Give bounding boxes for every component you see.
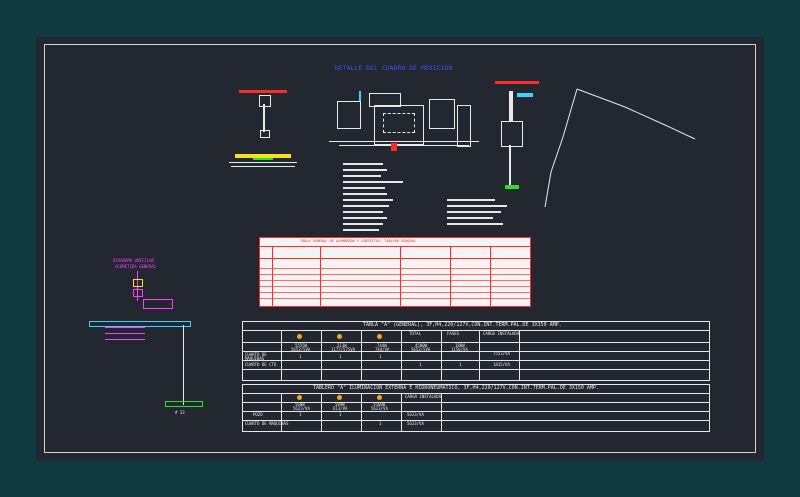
- tg-r1-total: 7553/VA: [493, 351, 510, 356]
- drawing-frame: DETALLE DEL CUADRO DE MEDICION: [44, 44, 756, 453]
- single-line-diagram: DIAGRAMA UNIFILAR ACOMETIDA GENERAL # 33: [85, 255, 203, 425]
- table-general: TABLA "A" (GENERAL), 3F,H4,220/127V,CON.…: [242, 321, 710, 381]
- tg-v2: 1177/575VA: [331, 347, 356, 352]
- notes-block: [343, 163, 513, 243]
- tg-p2: 213W: [337, 343, 347, 348]
- tg-h5: FASES: [447, 331, 460, 336]
- te-h4: CARGA INSTALADA: [405, 394, 442, 399]
- te-v2: 613/VA: [333, 406, 348, 411]
- tg-h6: CARGA INSTALADA: [483, 331, 520, 336]
- load-schedule-table: TABLA GENERAL DE ALUMBRADO Y CONTACTOS, …: [259, 237, 531, 307]
- tg-p1: 5555W: [295, 343, 308, 348]
- te-p1: 560W: [295, 402, 305, 407]
- tg-r1-c2: 1: [339, 354, 342, 359]
- table-general-title: TABLA "A" (GENERAL), 3F,H4,220/127V,CON.…: [363, 322, 562, 328]
- pole-detail: [491, 81, 551, 191]
- diagram-tag: # 33: [175, 410, 185, 415]
- te-r2-c3: 1: [379, 421, 382, 426]
- tg-v5: 1150/VA: [451, 347, 468, 352]
- te-r1-label: POZO: [253, 412, 263, 417]
- route-polyline: [544, 88, 696, 208]
- tg-v1: 5653/5VA: [291, 347, 311, 352]
- tg-v4: 5653/5VA: [411, 347, 431, 352]
- te-p3: 5560W: [373, 402, 386, 407]
- tg-r2-total: 1835/VA: [493, 362, 510, 367]
- tg-r2-c5: 1: [459, 362, 462, 367]
- te-r2-label: CUARTO DE MAQUINAS: [245, 421, 289, 426]
- tg-p4: 4500W: [415, 343, 428, 348]
- tg-r2-c4: 1: [419, 362, 422, 367]
- te-r1-c1: 1: [299, 412, 302, 417]
- tg-r1-c1: 1: [299, 354, 302, 359]
- tg-p3: 744W: [377, 343, 387, 348]
- meter-cabinet-elevation: [329, 83, 479, 163]
- table-external: TABLERO "A" ILUMINACION EXTERNA E HIDRON…: [242, 384, 710, 432]
- drawing-canvas[interactable]: DETALLE DEL CUADRO DE MEDICION: [36, 37, 764, 461]
- detail-title: DETALLE DEL CUADRO DE MEDICION: [335, 65, 453, 72]
- diagram-label-1: DIAGRAMA UNIFILAR: [113, 258, 154, 263]
- table-ext-title: TABLERO "A" ILUMINACION EXTERNA E HIDRON…: [313, 385, 599, 391]
- te-r1-total: 5623/VA: [407, 412, 424, 417]
- diagram-label-2: ACOMETIDA GENERAL: [115, 264, 156, 269]
- schedule-title: TABLA GENERAL DE ALUMBRADO Y CONTACTOS, …: [300, 239, 416, 243]
- te-v1: 5623/VA: [293, 406, 310, 411]
- tg-p5: 180W: [455, 343, 465, 348]
- te-r2-total: 5623/VA: [407, 421, 424, 426]
- tg-r1-label: CUARTO DE MAQUINAS: [245, 352, 267, 361]
- tg-h4: TOTAL: [409, 331, 422, 336]
- te-r1-c2: 1: [339, 412, 342, 417]
- tg-r1-c3: 1: [379, 354, 382, 359]
- meter-base-detail: [229, 90, 299, 180]
- tg-v3: 744/VA: [375, 347, 390, 352]
- te-p2: 589W: [335, 402, 345, 407]
- tg-r2-label: CUARTO DE CTO: [245, 362, 277, 367]
- te-v3: 5623/VA: [371, 406, 388, 411]
